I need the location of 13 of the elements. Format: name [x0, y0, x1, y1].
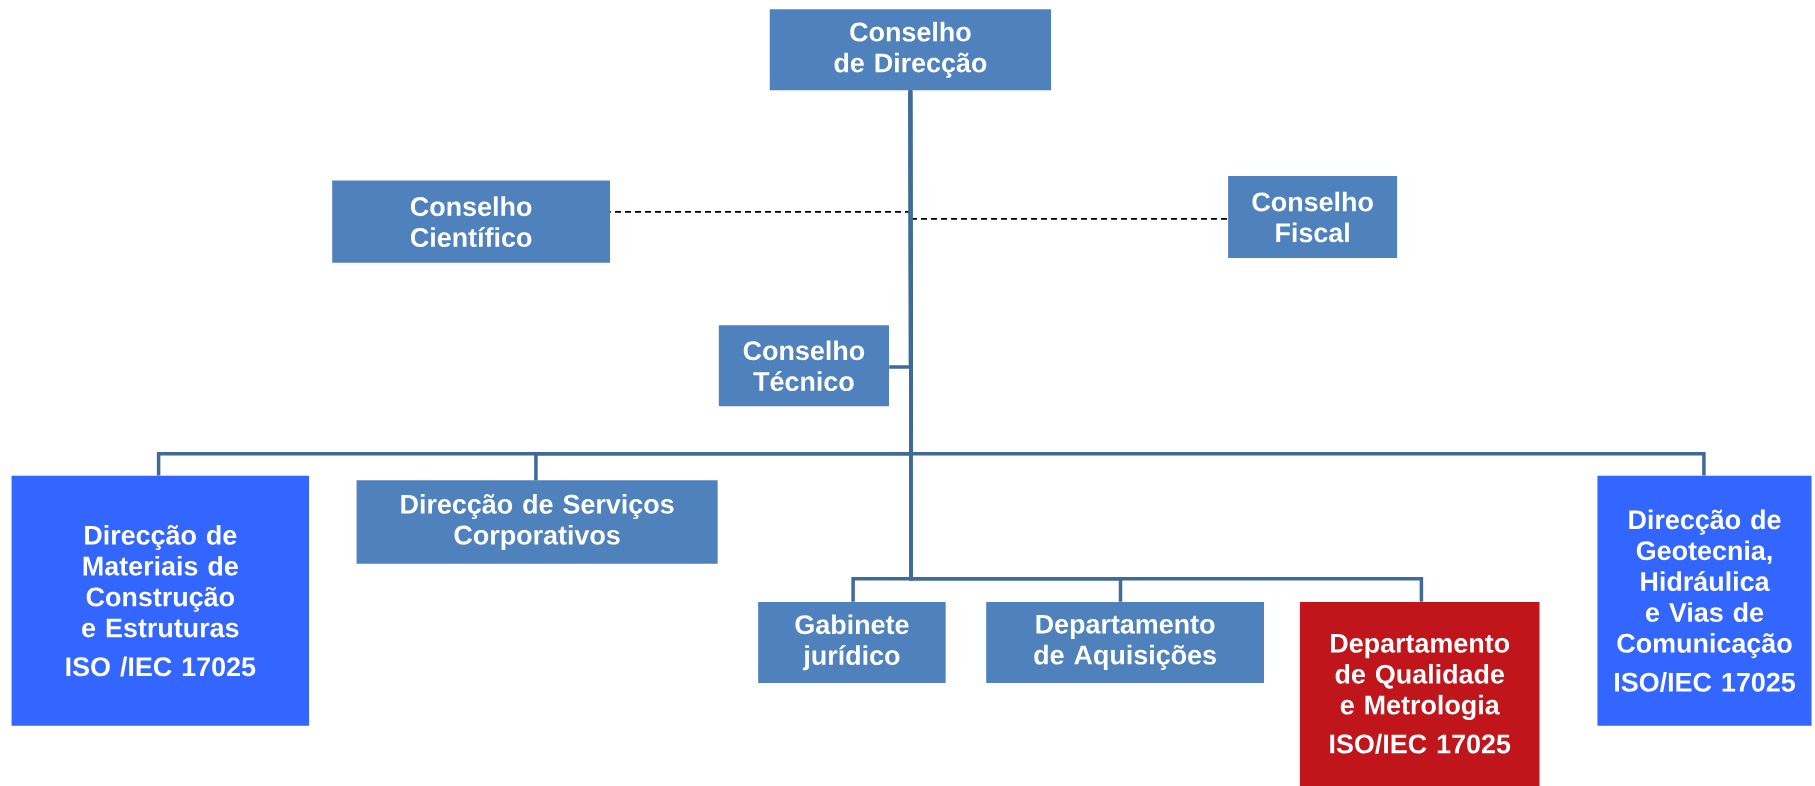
org-box: Conselho Científico [332, 180, 610, 263]
org-box: Conselho de Direcção [769, 9, 1052, 91]
org-box: Direcção de Serviços Corporativos [356, 480, 718, 564]
directorate-box: Direcção de Materiais de Construção e Estruturas ISO /IEC 17025 [11, 475, 310, 726]
department-box: Departamento de Qualidade e Metrologia ISO/IEC 17025 [1299, 601, 1540, 786]
connector-line [908, 90, 1424, 602]
org-box: Conselho Fiscal [1228, 175, 1398, 259]
dashed-connector [910, 217, 1229, 220]
org-box: Gabinete jurídico [758, 601, 946, 683]
org-box: Conselho Técnico [718, 325, 889, 407]
directorate-box: Direcção de Geotecnia, Hidráulica e Vias de Comunicação ISO/IEC 17025 [1597, 475, 1812, 726]
org-box: Departamento de Aquisições [986, 601, 1264, 683]
dashed-connector [609, 210, 912, 213]
